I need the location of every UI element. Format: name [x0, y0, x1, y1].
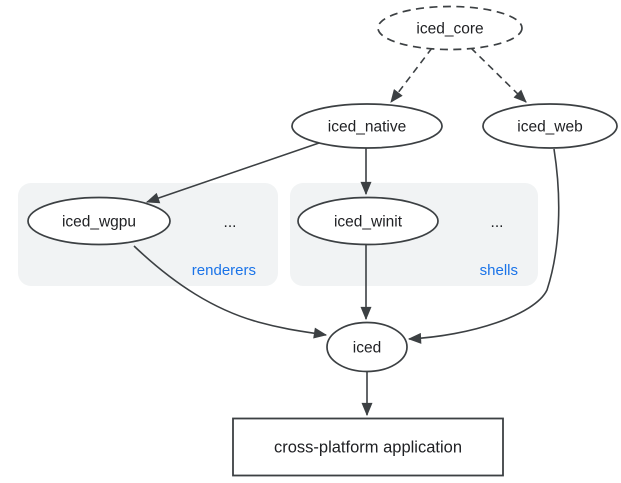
node-iced-web-label: iced_web [517, 119, 583, 136]
edge-core-to-web [470, 47, 527, 103]
node-iced-label: iced [353, 340, 381, 357]
node-iced-winit-shape [297, 196, 439, 246]
node-app-label: cross-platform application [274, 439, 462, 457]
edge-web-to-iced [407, 148, 560, 344]
edge-core-to-native [390, 47, 433, 103]
node-iced-wgpu-label: iced_wgpu [62, 214, 136, 231]
node-iced-native-label: iced_native [328, 119, 406, 136]
node-iced-web-shape [482, 103, 618, 149]
edge-wgpu-to-iced [133, 245, 328, 339]
node-iced-core-shape [377, 5, 523, 51]
edge-native-to-wgpu [145, 142, 320, 204]
renderers-group-label: renderers [192, 262, 256, 279]
renderers-ellipsis: ... [224, 214, 237, 231]
node-iced-wgpu-shape [27, 196, 171, 246]
node-iced-winit-label: iced_winit [334, 214, 403, 231]
shells-group-label: shells [480, 262, 518, 279]
node-app-shape [232, 417, 504, 477]
shells-ellipsis: ... [491, 214, 504, 231]
node-iced-native-shape [291, 103, 443, 149]
node-iced-shape [326, 321, 408, 373]
node-iced-core-label: iced_core [416, 21, 483, 38]
